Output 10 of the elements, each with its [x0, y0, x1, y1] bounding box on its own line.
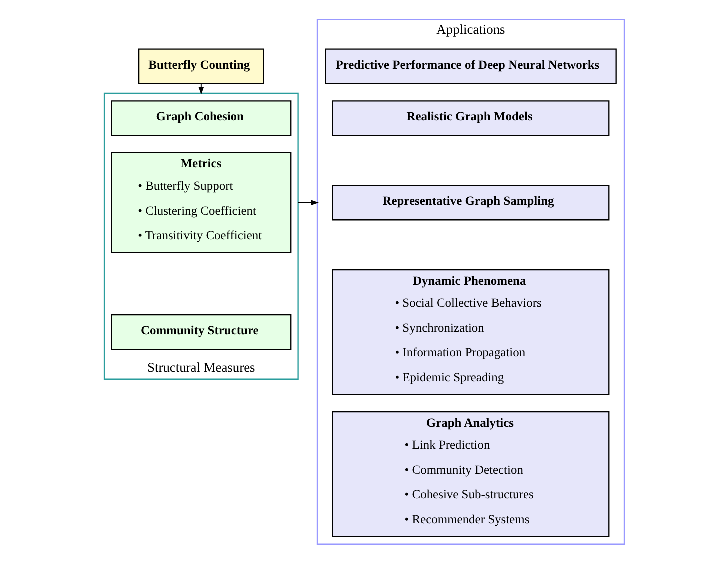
node-box: Butterfly Counting: [138, 48, 264, 84]
node-box: Representative Graph Sampling: [332, 185, 610, 221]
node-box: Realistic Graph Models: [332, 100, 610, 136]
node-box: Graph Cohesion: [110, 100, 292, 136]
node-box: Predictive Performance of Deep Neural Networks: [324, 48, 616, 84]
node-box: Graph Analytics • Link Prediction • Community Detection • Cohesive Sub-structures • Recommender Systems: [332, 411, 610, 538]
node-box: Community Structure: [110, 314, 292, 350]
node-box: Metrics • Butterfly Support • Clustering Coefficient • Transitivity Coefficient: [110, 152, 292, 254]
arrow: [297, 200, 318, 206]
node-box: Dynamic Phenomena • Social Collective Behaviors • Synchronization • Information Propagation • Epidemic Spreading: [332, 269, 610, 396]
